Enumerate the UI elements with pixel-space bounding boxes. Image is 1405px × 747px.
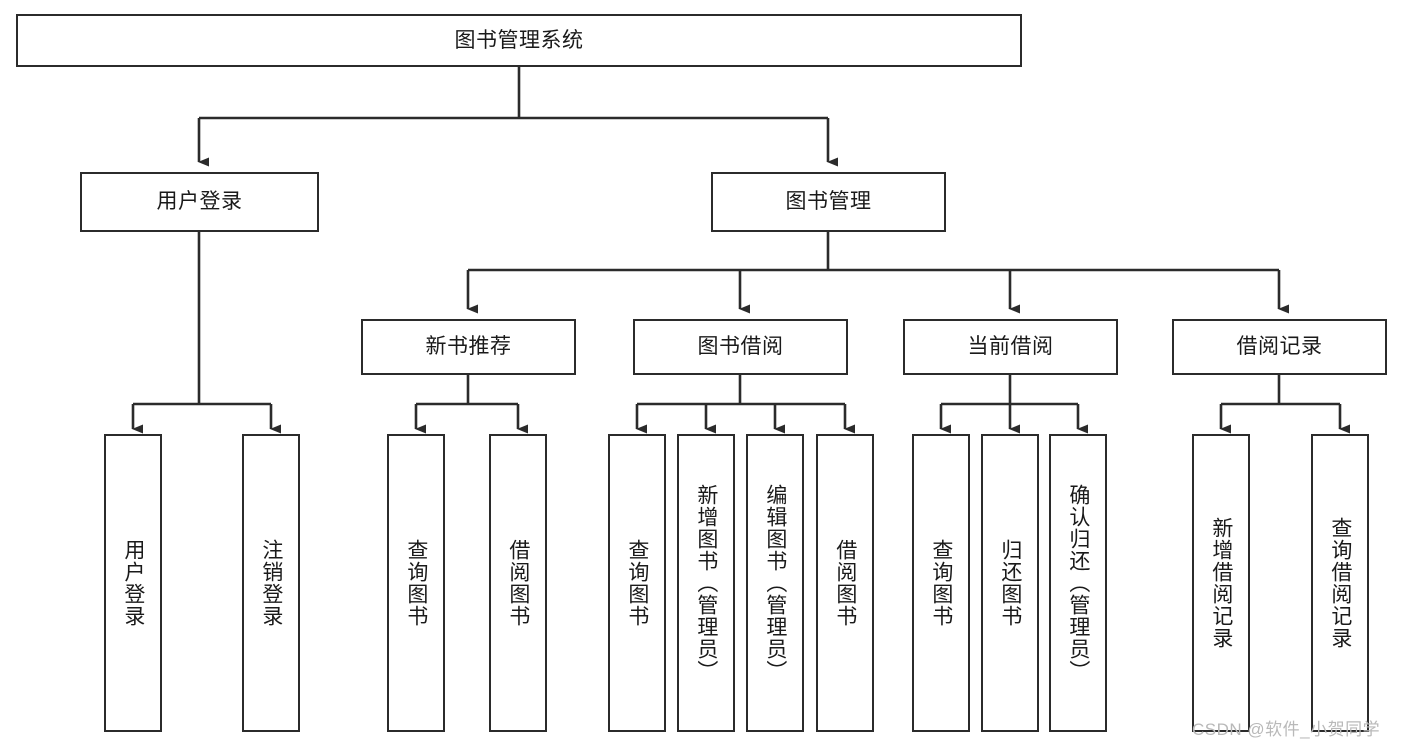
node-leaf-return-book-label: 归还图书 xyxy=(998,539,1022,627)
node-leaf-query-borrow-record-label: 查询借阅记录 xyxy=(1328,517,1352,649)
node-borrow-record-label: 借阅记录 xyxy=(1236,335,1323,359)
node-leaf-query-book-3[interactable]: 查询图书 xyxy=(912,434,970,732)
node-borrow-record[interactable]: 借阅记录 xyxy=(1172,319,1387,375)
node-leaf-query-book-2[interactable]: 查询图书 xyxy=(608,434,666,732)
node-leaf-logout-login-label: 注销登录 xyxy=(259,539,283,627)
node-current-borrow-label: 当前借阅 xyxy=(967,335,1054,359)
node-leaf-query-borrow-record[interactable]: 查询借阅记录 xyxy=(1311,434,1369,732)
node-leaf-confirm-return-admin-label: 确认归还（管理员） xyxy=(1066,484,1090,682)
node-new-book-recommend[interactable]: 新书推荐 xyxy=(361,319,576,375)
node-leaf-edit-book-admin[interactable]: 编辑图书（管理员） xyxy=(746,434,804,732)
node-book-borrow-label: 图书借阅 xyxy=(697,335,784,359)
node-leaf-logout-login[interactable]: 注销登录 xyxy=(242,434,300,732)
node-book-borrow[interactable]: 图书借阅 xyxy=(633,319,848,375)
node-leaf-borrow-book-1[interactable]: 借阅图书 xyxy=(489,434,547,732)
node-leaf-query-book-3-label: 查询图书 xyxy=(929,539,953,627)
node-leaf-add-borrow-record-label: 新增借阅记录 xyxy=(1209,517,1233,649)
node-book-manage[interactable]: 图书管理 xyxy=(711,172,946,232)
node-leaf-query-book-1-label: 查询图书 xyxy=(404,539,428,627)
node-leaf-borrow-book-2-label: 借阅图书 xyxy=(833,539,857,627)
node-current-borrow[interactable]: 当前借阅 xyxy=(903,319,1118,375)
node-new-book-recommend-label: 新书推荐 xyxy=(425,335,512,359)
node-leaf-add-book-admin[interactable]: 新增图书（管理员） xyxy=(677,434,735,732)
node-leaf-edit-book-admin-label: 编辑图书（管理员） xyxy=(763,484,787,682)
node-leaf-query-book-1[interactable]: 查询图书 xyxy=(387,434,445,732)
node-root[interactable]: 图书管理系统 xyxy=(16,14,1022,67)
node-leaf-borrow-book-1-label: 借阅图书 xyxy=(506,539,530,627)
node-leaf-user-login[interactable]: 用户登录 xyxy=(104,434,162,732)
node-leaf-user-login-label: 用户登录 xyxy=(121,539,145,627)
node-leaf-borrow-book-2[interactable]: 借阅图书 xyxy=(816,434,874,732)
node-book-manage-label: 图书管理 xyxy=(785,190,872,214)
node-leaf-return-book[interactable]: 归还图书 xyxy=(981,434,1039,732)
node-leaf-add-book-admin-label: 新增图书（管理员） xyxy=(694,484,718,682)
node-user-login-label: 用户登录 xyxy=(156,190,243,214)
node-leaf-query-book-2-label: 查询图书 xyxy=(625,539,649,627)
node-leaf-confirm-return-admin[interactable]: 确认归还（管理员） xyxy=(1049,434,1107,732)
node-user-login[interactable]: 用户登录 xyxy=(80,172,319,232)
node-root-label: 图书管理系统 xyxy=(454,28,584,52)
node-leaf-add-borrow-record[interactable]: 新增借阅记录 xyxy=(1192,434,1250,732)
